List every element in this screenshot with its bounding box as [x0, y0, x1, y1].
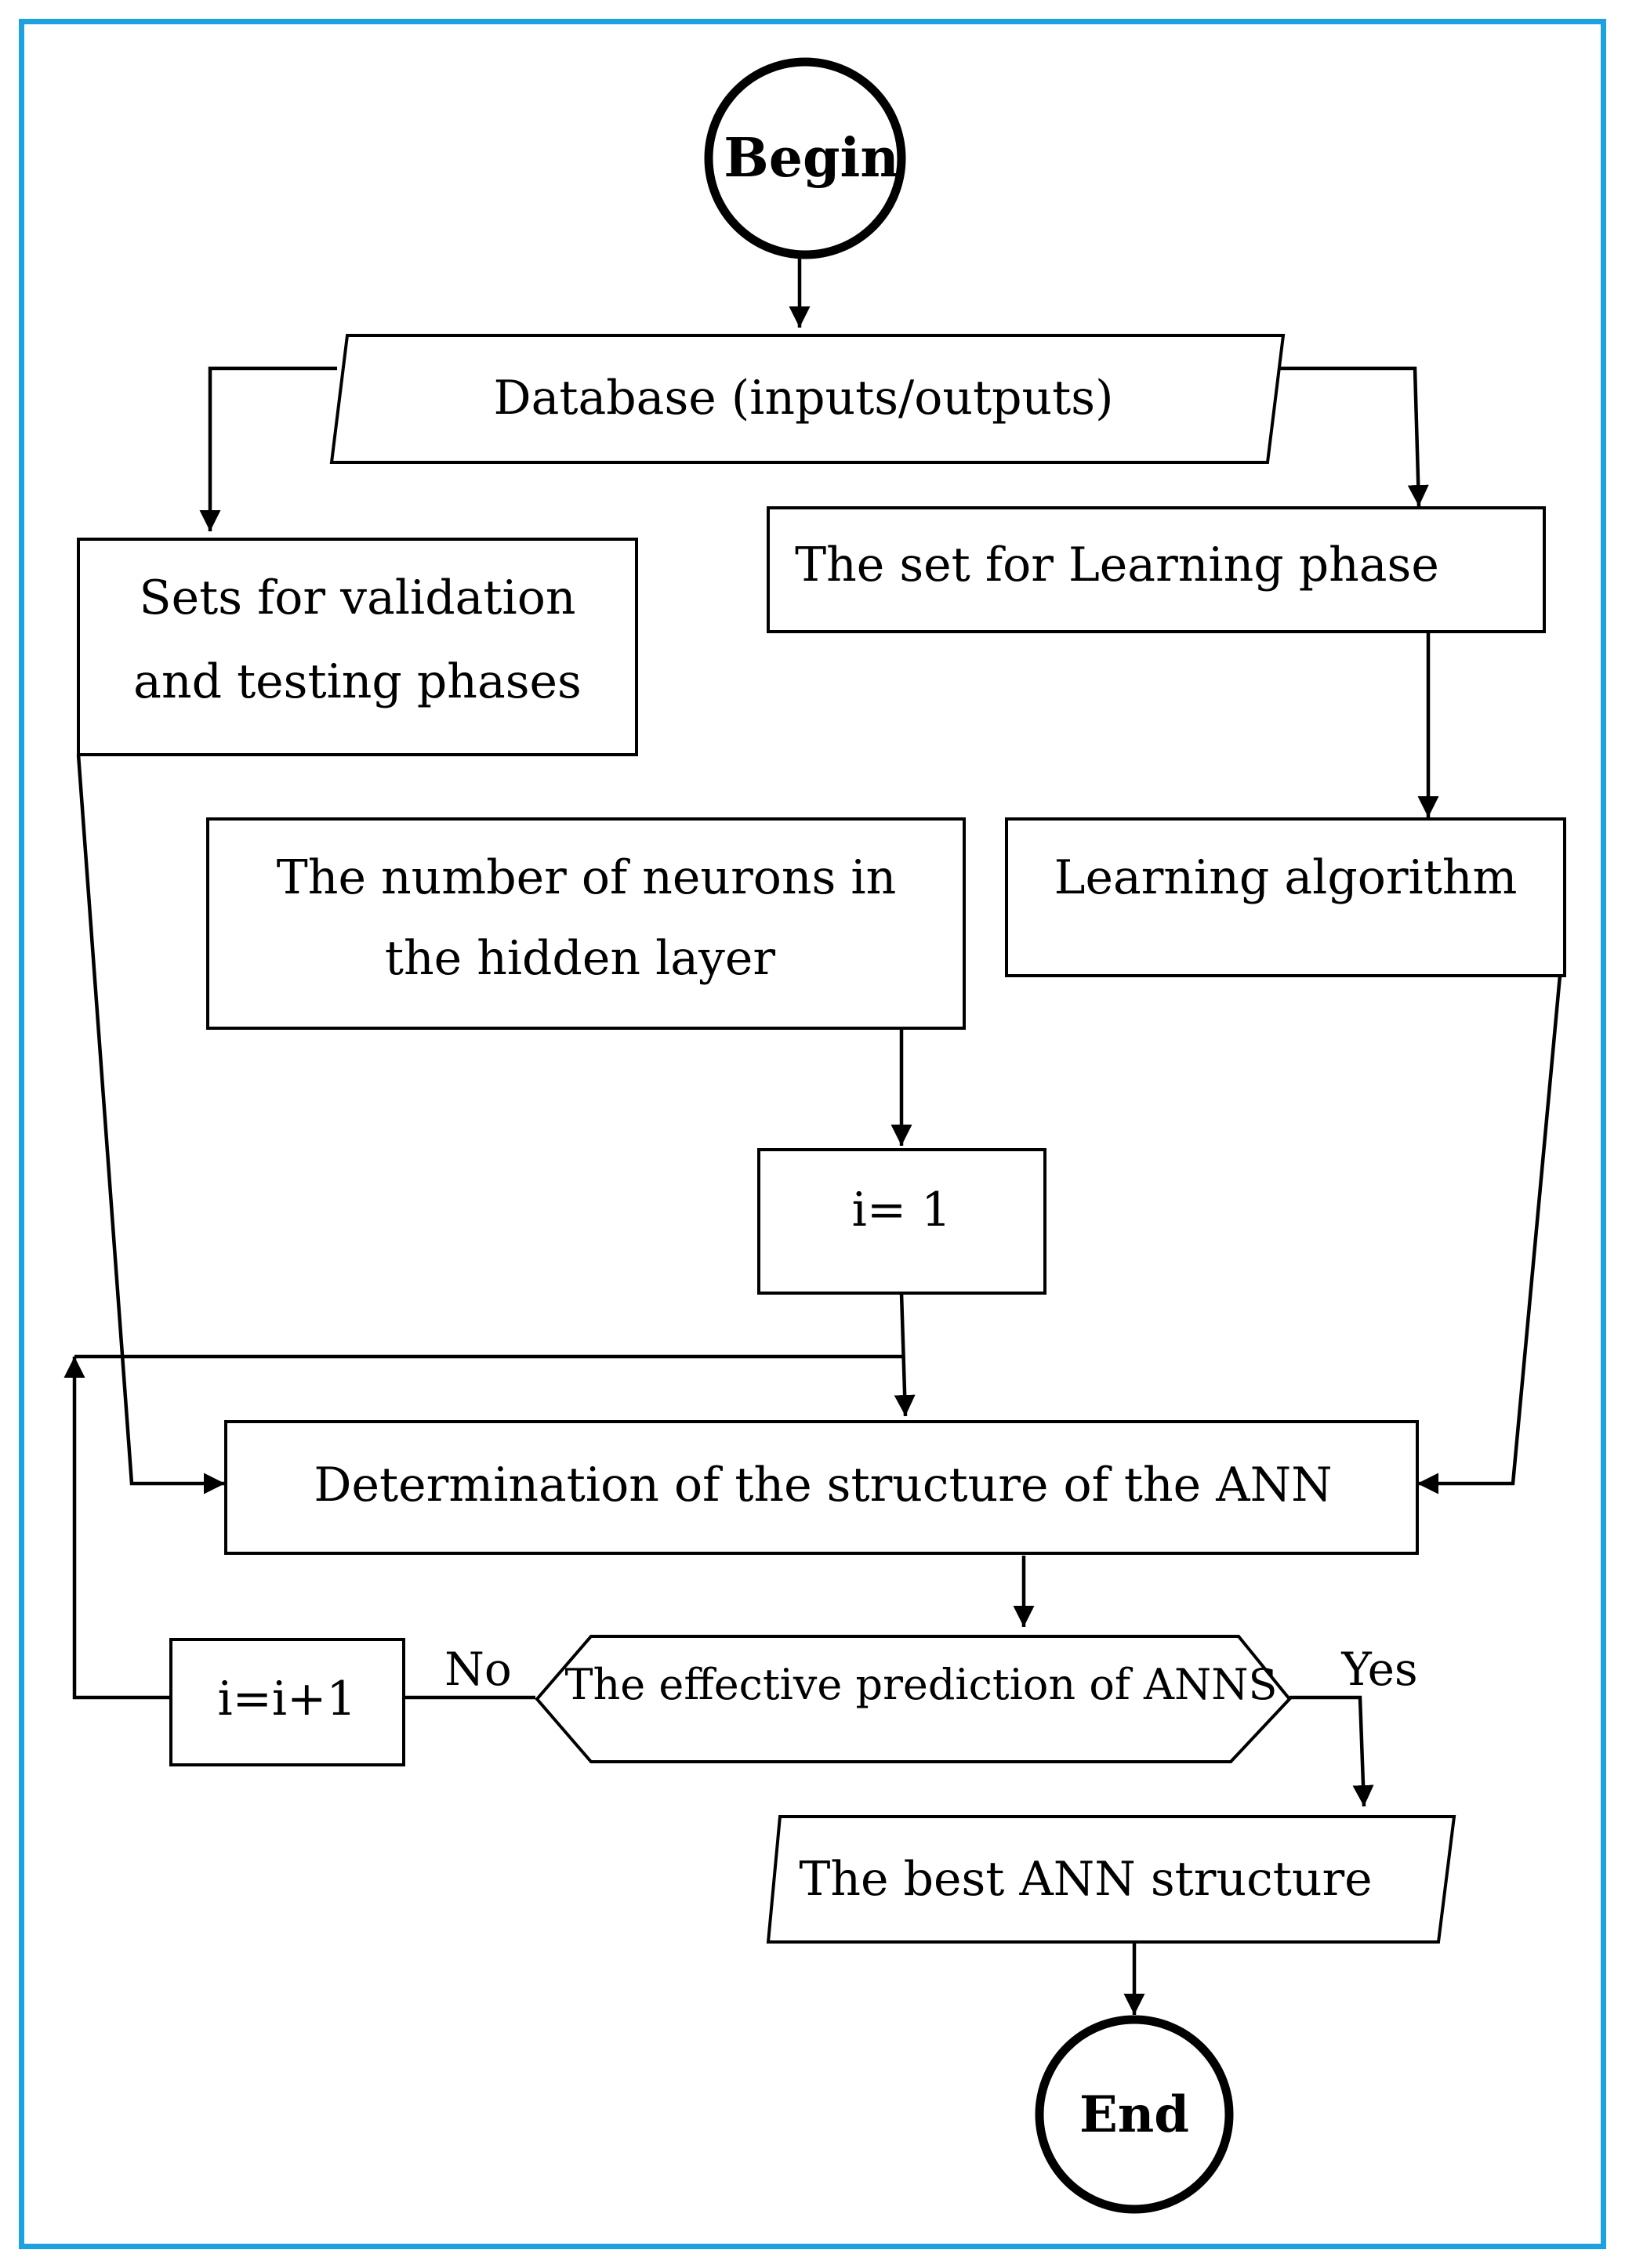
no-label: No	[444, 1643, 512, 1696]
database-node: Database (inputs/outputs)	[329, 334, 1286, 464]
begin-terminal: Begin	[704, 57, 906, 259]
yes-label: Yes	[1340, 1643, 1417, 1696]
increment-label: i=i+1	[217, 1672, 356, 1726]
init-counter-label: i= 1	[852, 1183, 952, 1237]
validation-to-determination-arrow	[76, 754, 225, 1494]
connectors	[63, 255, 1562, 2015]
loop-back-arrow	[63, 1357, 171, 1700]
database-to-validation-arrow	[199, 366, 337, 531]
validation-label-line-2: and testing phases	[133, 654, 582, 709]
determination-node: Determination of the structure of the AN…	[224, 1420, 1419, 1555]
learning-set-node: The set for Learning phase	[767, 506, 1546, 633]
decision-label: The effective prediction of ANNS	[564, 1660, 1277, 1709]
learning-algorithm-label: Learning algorithm	[1054, 850, 1518, 905]
algorithm-to-determination-arrow	[1417, 975, 1562, 1494]
validation-label-line-1: Sets for validation	[140, 571, 576, 625]
best-structure-label: The best ANN structure	[799, 1852, 1372, 1907]
init-to-determination-arrow	[894, 1292, 916, 1417]
database-to-learning-set-arrow	[1279, 366, 1429, 507]
decision-yes-arrow	[1289, 1695, 1374, 1807]
end-label: End	[1079, 2085, 1189, 2144]
init-counter-node: i= 1	[757, 1148, 1046, 1295]
validation-sets-node: Sets for validation and testing phases	[77, 538, 638, 756]
neurons-label-line-1: The number of neurons in	[277, 850, 896, 905]
increment-node: i=i+1	[169, 1638, 405, 1766]
learning-set-label: The set for Learning phase	[795, 538, 1439, 592]
end-terminal: End	[1035, 2015, 1234, 2214]
neurons-node: The number of neurons in the hidden laye…	[206, 817, 966, 1030]
determination-label: Determination of the structure of the AN…	[314, 1458, 1332, 1513]
begin-label: Begin	[724, 127, 899, 190]
decision-node: The effective prediction of ANNS	[535, 1635, 1292, 1763]
neurons-label-line-2: the hidden layer	[385, 931, 776, 986]
learning-algorithm-node: Learning algorithm	[1005, 817, 1566, 977]
best-structure-node: The best ANN structure	[766, 1815, 1456, 1944]
database-label: Database (inputs/outputs)	[494, 371, 1114, 426]
